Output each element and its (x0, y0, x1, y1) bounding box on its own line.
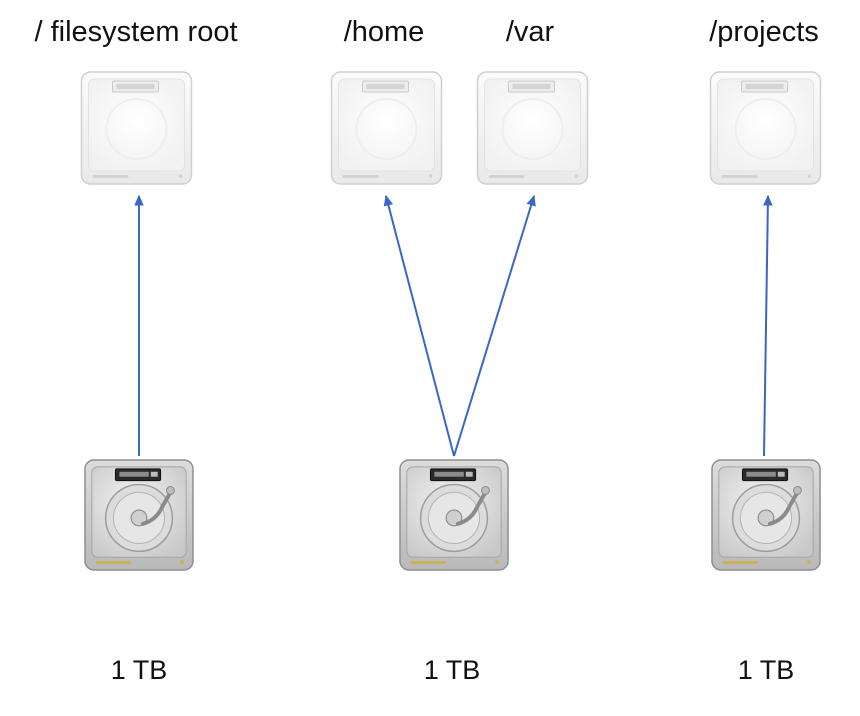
mapping-arrow-disk2-home (383, 194, 455, 457)
logical-volume-drive-icon-home (330, 71, 443, 185)
disk-capacity-3: 1 TB (737, 655, 795, 685)
mapping-arrow-disk3-projects (763, 194, 773, 457)
logical-volume-drive-icon-projects (709, 71, 822, 185)
disk-capacity-2: 1 TB (423, 655, 481, 685)
mount-label-projects: /projects (709, 16, 819, 48)
mount-label-var: /var (505, 16, 555, 48)
logical-volume-drive-icon-root (80, 71, 193, 185)
disk-capacity-1: 1 TB (110, 655, 168, 685)
hard-disk-drive-icon-1 (84, 458, 194, 572)
mapping-arrow-disk2-var (453, 194, 536, 457)
mount-label-home: /home (343, 16, 425, 48)
logical-volume-drive-icon-var (476, 71, 589, 185)
mount-label-root: / filesystem root (34, 16, 238, 48)
hard-disk-drive-icon-3 (711, 458, 821, 572)
hard-disk-drive-icon-2 (399, 458, 509, 572)
